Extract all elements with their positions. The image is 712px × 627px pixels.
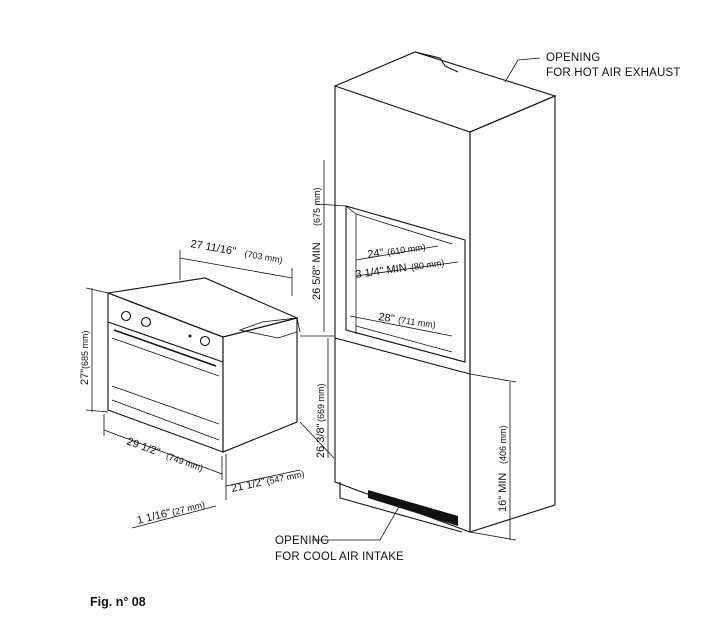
door-line <box>111 337 220 377</box>
exhaust-leader <box>504 57 541 83</box>
dim-line <box>355 261 459 277</box>
intake-label-line1: OPENING <box>275 535 329 547</box>
door-line <box>111 399 220 441</box>
dim-oven-width-mm: (749 mm) <box>165 451 205 474</box>
dim-door-offset-mm: (27 mm) <box>171 499 206 517</box>
dim-niche-height-mm: (675 mm) <box>312 187 322 226</box>
exhaust-label-line2: FOR HOT AIR EXHAUST <box>546 67 681 79</box>
dim-oven-depth-top-mm: (703 mm) <box>244 249 284 266</box>
intake-vent <box>368 490 458 526</box>
dim-oven-body-height-mm: (669 mm) <box>316 383 326 422</box>
dim-line <box>349 315 453 337</box>
dim-ext <box>315 203 347 207</box>
dim-ext <box>469 531 517 541</box>
dim-niche-width-mm: (711 mm) <box>398 315 437 330</box>
dim-door-offset: 1 1/16" <box>136 507 172 527</box>
oven-top <box>105 277 299 338</box>
cabinet-top <box>333 51 557 133</box>
intake-leader <box>312 504 401 541</box>
oven-side <box>222 317 298 453</box>
dim-line <box>103 429 223 475</box>
dim-line <box>355 245 439 261</box>
niche-floor-back <box>355 325 453 353</box>
control-panel-line <box>107 321 224 363</box>
oven-rear-box <box>238 317 298 339</box>
plinth <box>339 482 463 533</box>
intake-label-line2: FOR COOL AIR INTAKE <box>275 551 404 563</box>
dim-rear-gap-mm: (80 mm) <box>410 258 445 273</box>
knob-icon <box>120 310 132 322</box>
dimension-labels: 27 11/16" (703 mm) 27" (685 mm) 29 1/2" … <box>79 187 509 526</box>
dim-line <box>225 469 301 487</box>
labels: OPENING FOR HOT AIR EXHAUST OPENING FOR … <box>90 52 681 609</box>
knob-icon <box>199 335 211 347</box>
dim-niche-width: 28" <box>378 311 396 325</box>
dim-niche-height: 26 5/8" MIN <box>311 242 323 300</box>
dim-oven-width: 29 1/2" <box>125 436 162 459</box>
dim-oven-height: 27" <box>79 369 91 385</box>
oven <box>105 277 301 453</box>
dim-oven-height-mm: (685 mm) <box>80 330 90 369</box>
dim-oven-depth-bottom: 21 1/2" <box>230 476 266 495</box>
niche-floor-front <box>345 329 466 363</box>
figure-caption: Fig. n° 08 <box>90 595 146 609</box>
oven-handle <box>113 329 217 367</box>
indicator-light <box>188 334 192 338</box>
cabinet <box>333 51 557 533</box>
knob-icon <box>140 316 152 328</box>
dim-niche-depth-mm: (610 mm) <box>387 242 427 257</box>
dim-line <box>179 257 293 279</box>
exhaust-notch <box>414 51 459 73</box>
dim-oven-body-height: 26 3/8" <box>315 423 327 458</box>
dim-ext <box>299 421 335 459</box>
dim-oven-depth-bottom-mm: (547 mm) <box>266 469 306 487</box>
dim-ext <box>85 409 109 413</box>
dim-line <box>131 505 217 529</box>
exhaust-label-line1: OPENING <box>546 52 600 64</box>
dim-niche-depth: 24" <box>367 247 385 261</box>
oven-front <box>107 292 224 453</box>
dim-floor-height: 16" MIN <box>497 473 509 512</box>
door-line <box>111 385 220 425</box>
cabinet-side <box>469 95 556 533</box>
dim-ext <box>85 287 109 294</box>
dim-floor-height-mm: (406 mm) <box>498 425 508 464</box>
oven-rear-edge <box>296 317 301 333</box>
dim-ext <box>469 373 517 383</box>
cabinet-front-edge <box>334 86 471 533</box>
dim-oven-depth-top: 27 11/16" <box>189 238 236 258</box>
niche-inner-top <box>345 205 453 245</box>
shelf-line <box>334 337 471 375</box>
dim-rear-gap: 3 1/4" MIN <box>355 262 408 281</box>
dimension-lines <box>85 57 541 541</box>
